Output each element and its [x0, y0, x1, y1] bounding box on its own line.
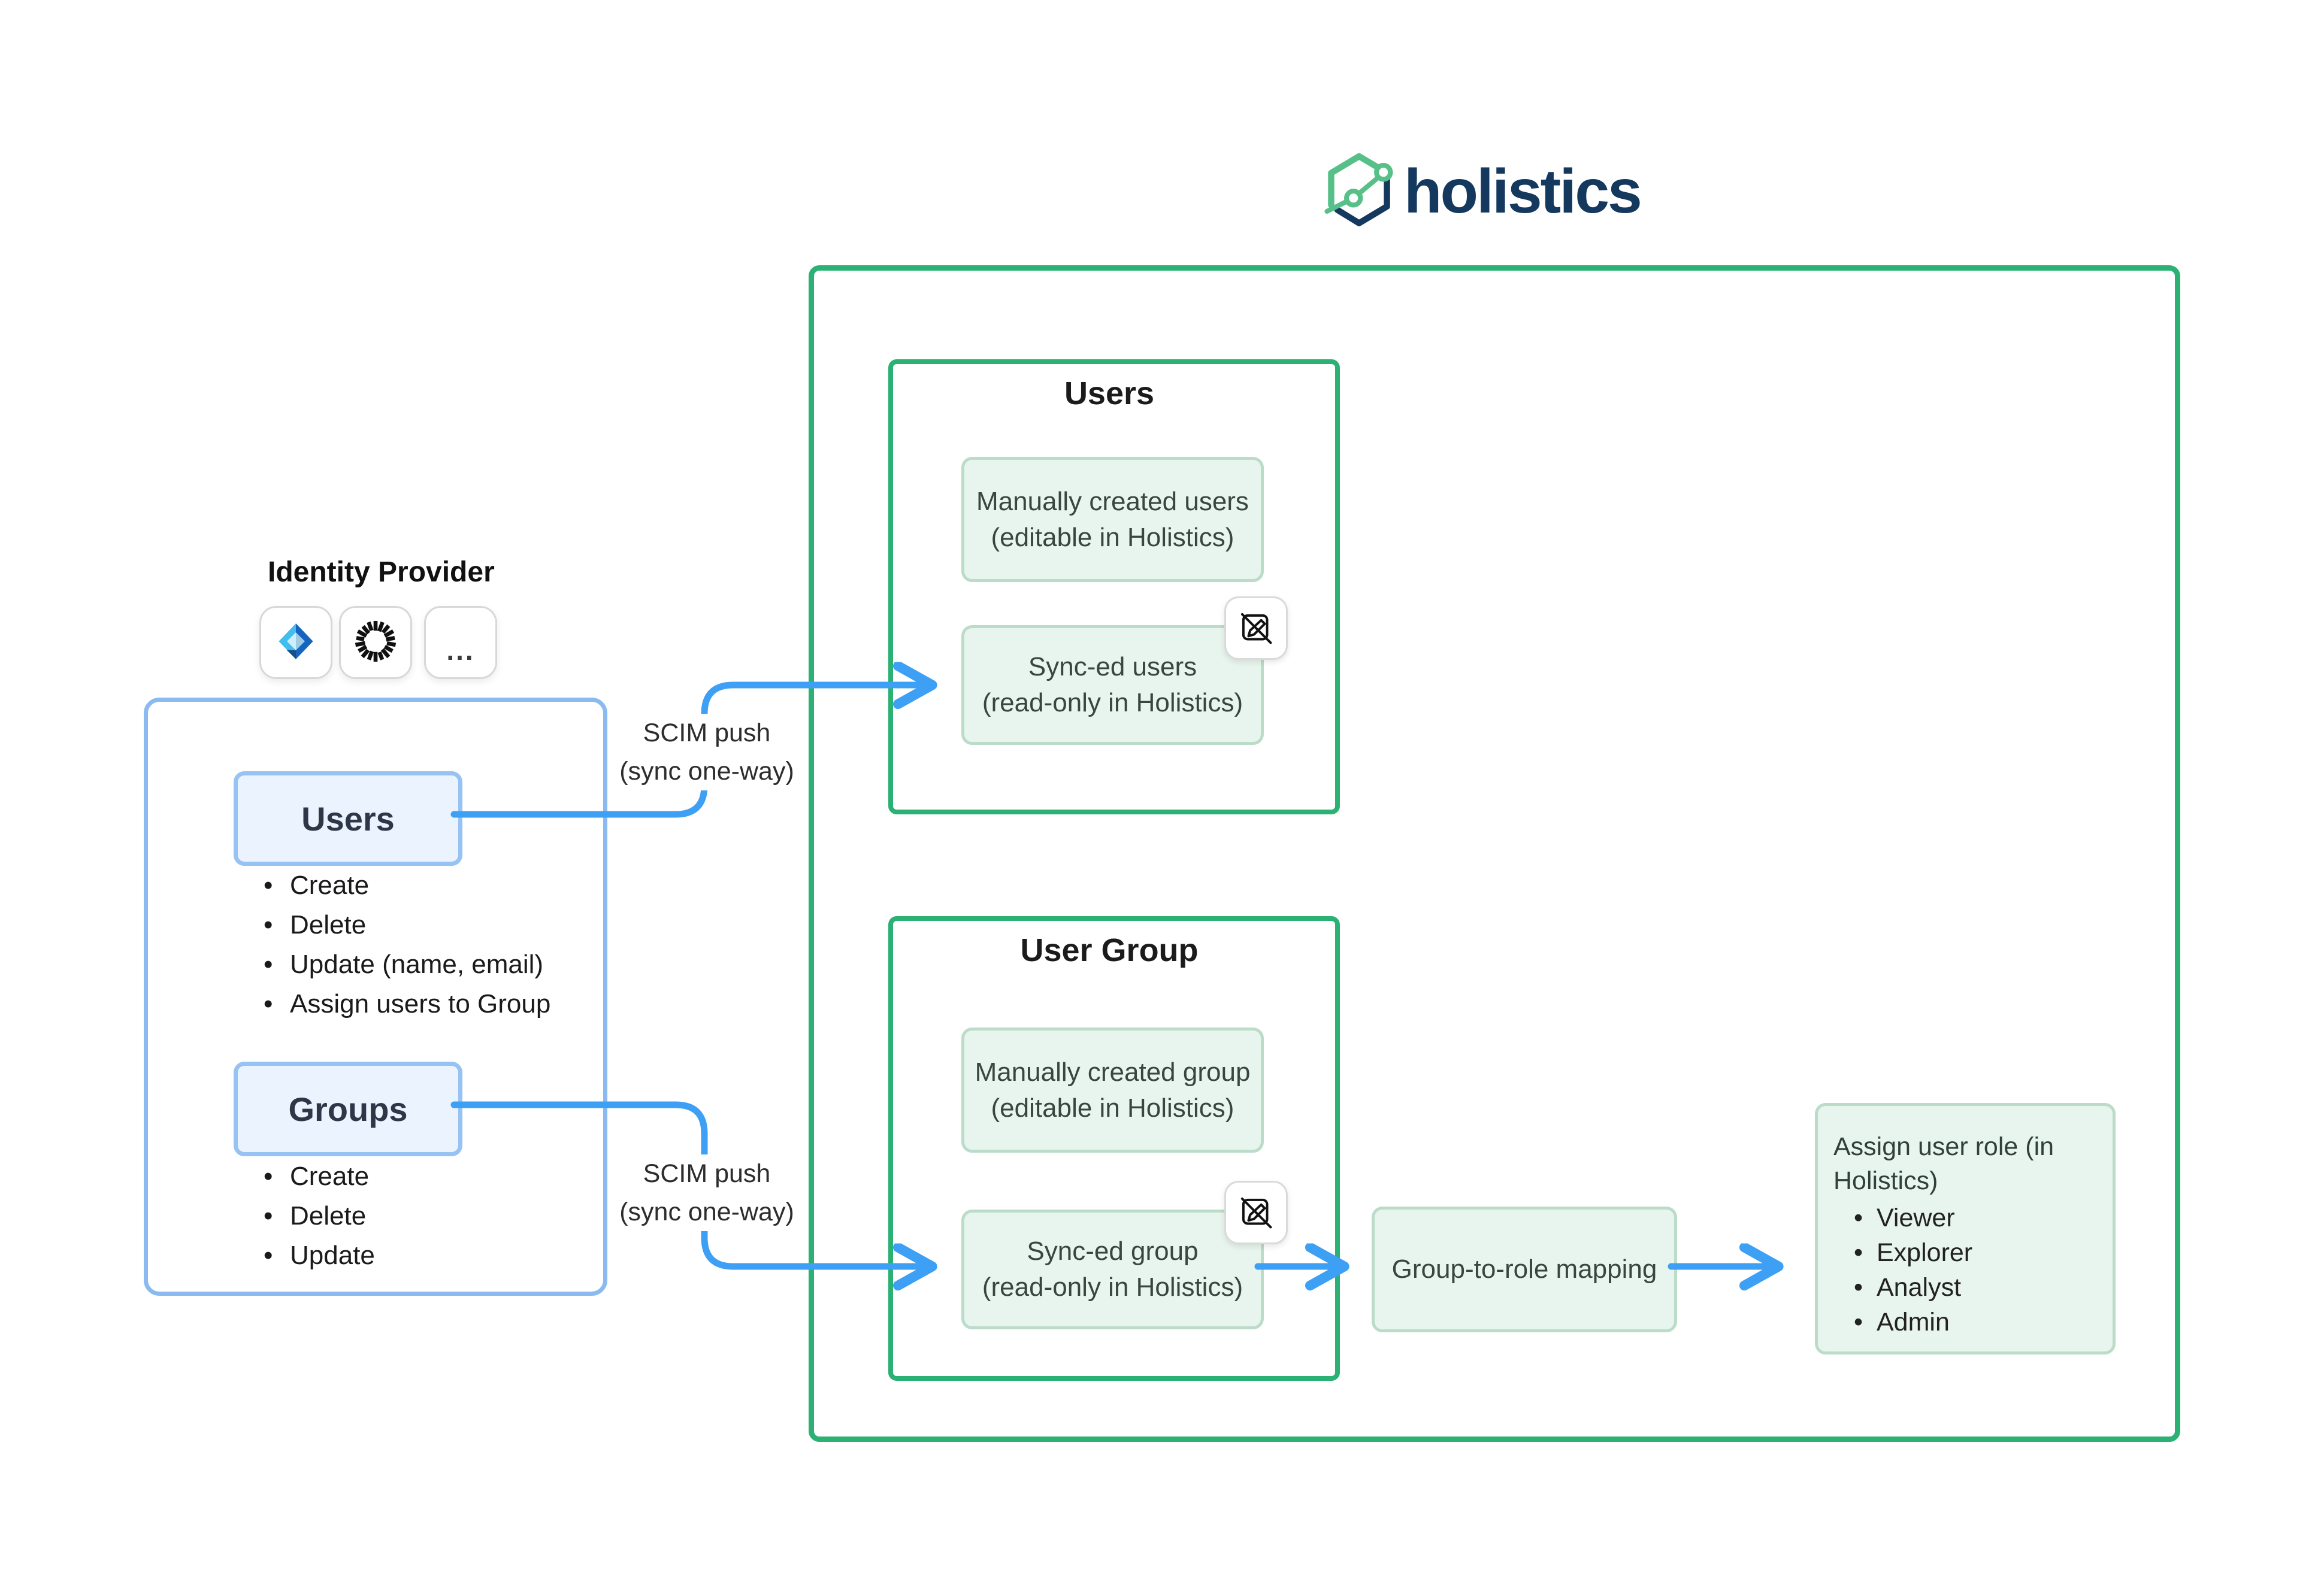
holistics-user-group-title: User Group — [1020, 932, 1199, 968]
list-item: Create — [259, 866, 550, 905]
list-item: Update (name, email) — [259, 945, 550, 984]
idp-users-capabilities: Create Delete Update (name, email) Assig… — [259, 866, 550, 1024]
holistics-users-box — [888, 359, 1340, 814]
ellipsis-label: ... — [446, 635, 475, 666]
logo-wordmark: holistics — [1404, 157, 1642, 226]
idp-users-node: Users — [234, 771, 462, 866]
list-item: Assign users to Group — [259, 984, 550, 1024]
assign-user-role-node: Assign user role (in Holistics) Viewer E… — [1815, 1103, 2116, 1354]
idp-groups-node: Groups — [234, 1062, 462, 1156]
node-line: Holistics) — [1833, 1166, 1938, 1195]
identity-provider-label: Identity Provider — [268, 556, 495, 588]
node-line: (editable in Holistics) — [991, 522, 1234, 552]
scim-push-label-users: SCIM push (sync one-way) — [608, 714, 806, 790]
node-line: Assign user role (in — [1833, 1132, 2054, 1161]
group-to-role-mapping-node: Group-to-role mapping — [1372, 1207, 1677, 1332]
list-item: Admin — [1850, 1305, 2101, 1340]
list-item: Create — [259, 1157, 375, 1196]
label-line: SCIM push — [643, 719, 771, 747]
idp-groups-label: Groups — [288, 1090, 408, 1128]
identity-provider-box — [144, 698, 607, 1296]
azure-ad-icon — [276, 621, 316, 665]
synced-users-node: Sync-ed users (read-only in Holistics) — [961, 625, 1264, 745]
holistics-boundary-box — [809, 265, 2180, 1442]
node-line: (editable in Holistics) — [991, 1093, 1234, 1123]
list-item: Viewer — [1850, 1201, 2101, 1235]
node-line: (read-only in Holistics) — [982, 1272, 1243, 1302]
label-line: (sync one-way) — [619, 1198, 794, 1226]
no-edit-icon — [1224, 1181, 1288, 1244]
okta-icon — [353, 619, 398, 666]
synced-group-node: Sync-ed group (read-only in Holistics) — [961, 1210, 1264, 1329]
node-line: Sync-ed group — [1027, 1237, 1199, 1266]
manually-created-group-node: Manually created group (editable in Holi… — [961, 1028, 1264, 1153]
okta-tile — [339, 606, 412, 679]
node-line: Sync-ed users — [1028, 652, 1197, 681]
node-line: (read-only in Holistics) — [982, 688, 1243, 717]
label-line: (sync one-way) — [619, 757, 794, 786]
holistics-logo: holistics — [1324, 151, 1642, 232]
idp-users-label: Users — [301, 799, 395, 838]
manually-created-users-node: Manually created users (editable in Holi… — [961, 457, 1264, 582]
label-line: SCIM push — [643, 1159, 771, 1188]
azure-ad-tile — [259, 606, 332, 679]
list-item: Update — [259, 1236, 375, 1275]
more-providers-tile: ... — [424, 606, 497, 679]
node-line: Manually created group — [975, 1057, 1251, 1087]
idp-groups-capabilities: Create Delete Update — [259, 1157, 375, 1275]
no-edit-icon — [1224, 596, 1288, 660]
role-list: Viewer Explorer Analyst Admin — [1850, 1201, 2101, 1340]
list-item: Explorer — [1850, 1235, 2101, 1270]
list-item: Analyst — [1850, 1270, 2101, 1305]
list-item: Delete — [259, 1196, 375, 1236]
holistics-users-title: Users — [1064, 375, 1155, 411]
holistics-logo-icon — [1324, 152, 1394, 232]
node-line: Group-to-role mapping — [1391, 1254, 1657, 1284]
node-line: Manually created users — [976, 486, 1249, 516]
list-item: Delete — [259, 905, 550, 945]
scim-push-label-groups: SCIM push (sync one-way) — [608, 1154, 806, 1231]
